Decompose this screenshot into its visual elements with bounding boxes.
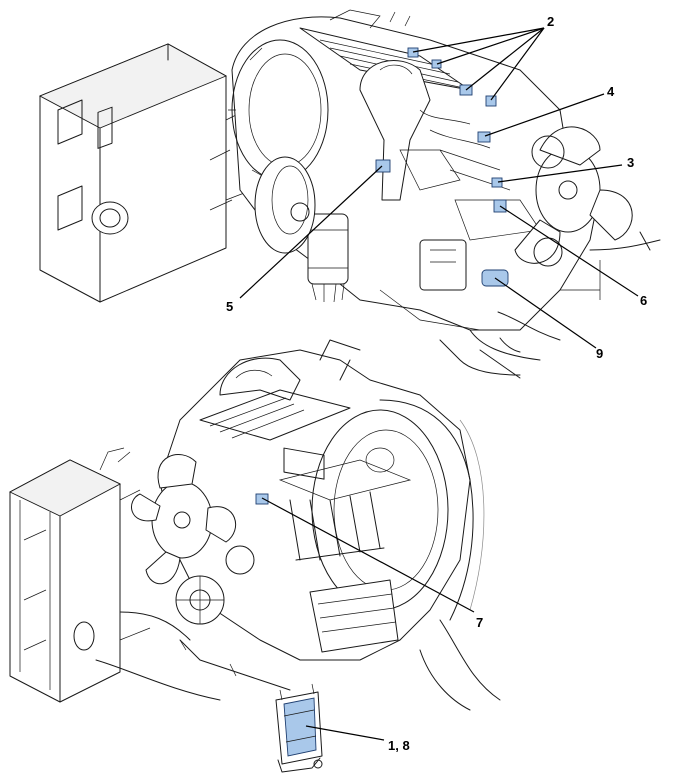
top-leader-lines bbox=[239, 27, 639, 349]
callout-4: 4 bbox=[607, 84, 615, 99]
top-cooling-fan bbox=[514, 126, 633, 264]
sensor-4 bbox=[477, 131, 491, 143]
top-control-enclosure bbox=[38, 43, 253, 303]
bottom-engine-view bbox=[9, 339, 501, 773]
callout-labels: 2 4 3 5 6 9 7 1, 8 bbox=[226, 14, 647, 753]
top-engine-block bbox=[209, 9, 661, 379]
sensor-2-d bbox=[485, 95, 497, 107]
top-engine-view bbox=[38, 9, 661, 379]
bottom-engine-block bbox=[95, 339, 501, 711]
sensor-3 bbox=[491, 177, 503, 188]
callout-7: 7 bbox=[476, 615, 483, 630]
ecu-module bbox=[275, 683, 323, 773]
callout-6: 6 bbox=[640, 293, 647, 308]
callout-2: 2 bbox=[547, 14, 554, 29]
bottom-leader-lines bbox=[261, 497, 475, 741]
callout-5: 5 bbox=[226, 299, 233, 314]
sensor-7 bbox=[255, 493, 269, 505]
bottom-cooling-fan bbox=[131, 454, 237, 585]
bottom-radiator-box bbox=[9, 447, 151, 703]
sensor-2-b bbox=[431, 59, 442, 69]
sensor-2-a bbox=[407, 47, 419, 58]
callout-1-8: 1, 8 bbox=[388, 738, 410, 753]
callout-3: 3 bbox=[627, 155, 634, 170]
callout-9: 9 bbox=[596, 346, 603, 361]
